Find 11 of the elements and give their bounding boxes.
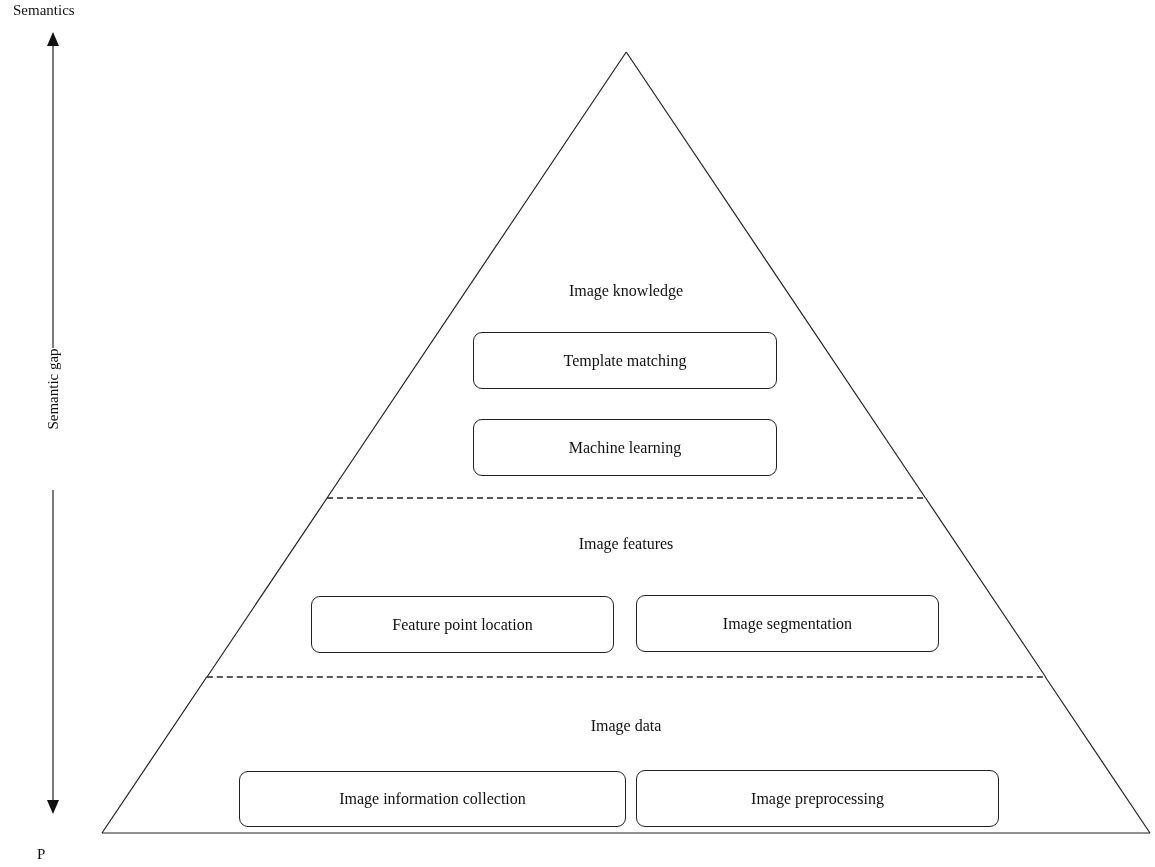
process-box: Feature point location	[311, 596, 614, 653]
axis-end-label: P	[37, 846, 46, 863]
process-box: Image information collection	[239, 771, 626, 827]
process-box: Machine learning	[473, 419, 777, 476]
process-box: Template matching	[473, 332, 777, 389]
section-heading: Image features	[578, 535, 674, 553]
process-box: Image preprocessing	[636, 770, 999, 827]
section-heading: Image data	[590, 717, 662, 735]
section-heading: Image knowledge	[568, 282, 684, 300]
process-box: Image segmentation	[636, 595, 939, 652]
axis-end-label: Semantics	[13, 2, 75, 19]
